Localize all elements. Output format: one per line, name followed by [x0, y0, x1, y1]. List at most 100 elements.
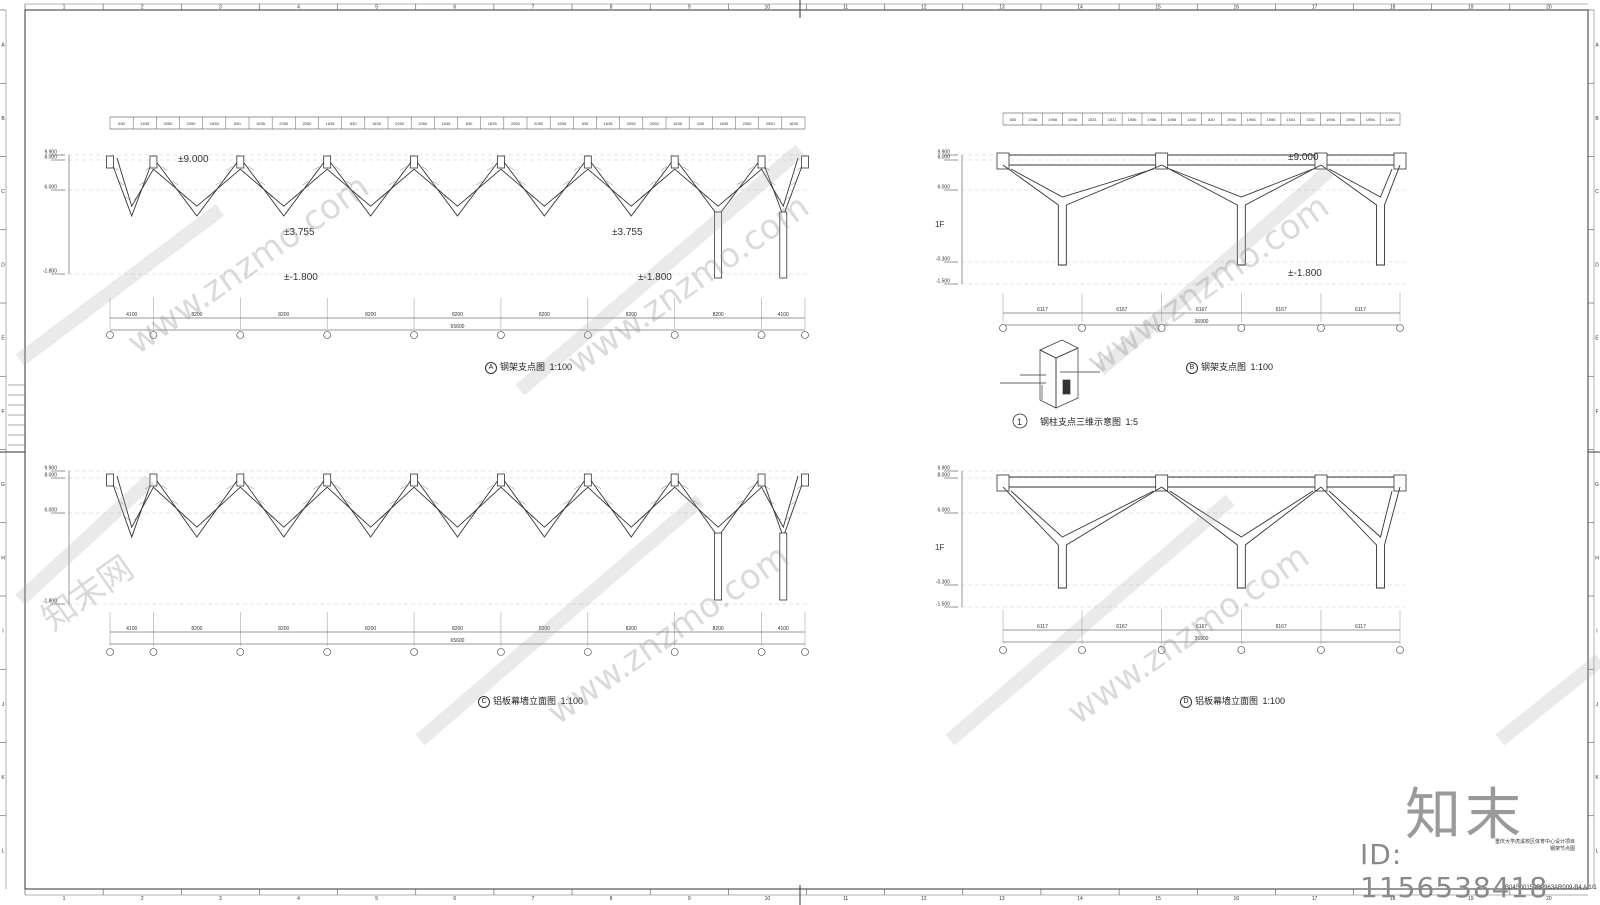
drawing-marker: D	[1180, 695, 1192, 708]
y-column	[1320, 164, 1401, 266]
elevation-annotation: ±3.755	[612, 227, 643, 238]
watermark-id: ID: 1156538418	[1360, 838, 1549, 904]
segment-value: 1635	[140, 121, 150, 126]
member-dimension-tick	[134, 515, 141, 520]
title-text: 钢架支点图	[1201, 362, 1247, 372]
member-dimension-tick	[704, 515, 711, 520]
level-value: -1.800	[43, 269, 57, 275]
row-letter-label: L	[1596, 848, 1599, 854]
row-letter-label: C	[1595, 189, 1599, 195]
row-letter-label: J	[1596, 702, 1599, 708]
segment-value: 1956	[1167, 117, 1177, 122]
member-dimension-tick	[172, 180, 179, 186]
column-leg	[779, 532, 788, 601]
column-number-label: 19	[1468, 5, 1474, 11]
detail-title: 钢柱支点三维示意图 1:5	[1040, 415, 1138, 428]
segment-value: 830	[1010, 117, 1017, 122]
column-number-label: 6	[453, 896, 456, 902]
segment-value: 2050	[187, 121, 197, 126]
column-number-label: 4	[297, 896, 300, 902]
member-dimension-tick	[204, 195, 211, 200]
segment-value: 830	[118, 121, 125, 126]
watermark-brand: 知末	[1405, 783, 1525, 848]
title-scale: 1:100	[1262, 696, 1286, 706]
member-dimension-tick	[389, 180, 396, 186]
y-column-inner	[1328, 168, 1393, 198]
grid-dimension-value: 6167	[1116, 307, 1127, 313]
column-cap	[1314, 474, 1328, 492]
detail-scale: 1:5	[1125, 417, 1139, 427]
grid-axis-bubble	[584, 648, 592, 656]
column-cap	[149, 473, 158, 487]
member-dimension-tick	[736, 180, 743, 186]
row-letter-label: A	[1, 43, 5, 49]
member-dimension-tick	[345, 180, 353, 186]
member-dimension-tick	[291, 515, 298, 520]
segment-value: 1956	[1147, 117, 1157, 122]
segment-value: 1956	[1247, 117, 1257, 122]
member-dimension-tick	[476, 500, 483, 505]
segment-value: 1635	[441, 121, 451, 126]
grid-axis-bubble	[801, 648, 809, 656]
y-column-inner	[1169, 490, 1314, 538]
grid-dimension-value: 8200	[191, 312, 202, 318]
member-dimension-tick	[465, 515, 472, 520]
grid-axis-bubble	[757, 648, 766, 656]
column-number-label: 17	[1312, 896, 1318, 902]
member-dimension-tick	[378, 195, 385, 200]
column-number-label: 7	[532, 896, 535, 902]
grid-axis-bubble	[1157, 324, 1166, 332]
grid-axis-bubble	[1396, 324, 1404, 332]
column-leg	[779, 211, 788, 279]
segment-value: 1635	[488, 121, 498, 126]
drawing-marker: C	[478, 695, 490, 708]
grid-axis-bubble	[999, 324, 1007, 332]
level-value: -1.500	[936, 602, 950, 608]
member-dimension-tick	[226, 166, 233, 171]
member-dimension-tick	[432, 500, 439, 505]
member-dimension-tick	[785, 515, 792, 520]
member-dimension-tick	[747, 166, 754, 171]
grid-dimension-value: 8200	[626, 626, 637, 632]
column-number-label: 15	[1155, 896, 1161, 902]
title-block: 重庆大学虎溪校区体育中心设计项目 钢架节点图	[1460, 838, 1575, 852]
segment-value: 1450	[1187, 117, 1197, 122]
segment-value: 830	[582, 121, 589, 126]
member-dimension-tick	[573, 485, 581, 490]
member-dimension-tick	[123, 195, 130, 200]
grid-dimension-value: 8200	[191, 626, 202, 632]
row-letter-label: D	[1595, 262, 1599, 268]
level-value: -1.500	[936, 279, 950, 285]
member-dimension-tick	[476, 180, 483, 186]
column-cap	[323, 155, 332, 169]
grid-axis-bubble	[1317, 646, 1325, 654]
member-dimension-tick	[269, 515, 277, 520]
segment-value: 1956	[1068, 117, 1078, 122]
level-value: 9.900	[937, 466, 950, 472]
column-number-label: 11	[843, 5, 848, 11]
column-number-label: 13	[999, 896, 1005, 902]
member-dimension-tick	[400, 166, 407, 171]
title-scale: 1:100	[1250, 362, 1274, 372]
grid-axis-bubble	[323, 331, 331, 339]
member-dimension-tick	[769, 500, 776, 505]
member-dimension-tick	[389, 500, 396, 505]
column-leg	[714, 211, 723, 279]
title-scale: 1:100	[549, 362, 573, 372]
column-number-label: 3	[219, 896, 222, 902]
member-dimension-tick	[763, 485, 771, 490]
column-cap	[670, 155, 679, 169]
title-text: 钢架支点图	[500, 362, 546, 372]
column-cap	[1314, 152, 1328, 170]
member-dimension-tick	[378, 515, 385, 520]
column-number-label: 2	[141, 896, 144, 902]
member-dimension-tick	[161, 485, 168, 490]
y-column	[1320, 486, 1401, 589]
member-dimension-tick	[660, 166, 667, 171]
column-number-label: 10	[765, 896, 771, 902]
row-letter-label: H	[1, 555, 5, 561]
member-dimension-tick	[269, 195, 277, 200]
column-cap	[1155, 474, 1169, 492]
